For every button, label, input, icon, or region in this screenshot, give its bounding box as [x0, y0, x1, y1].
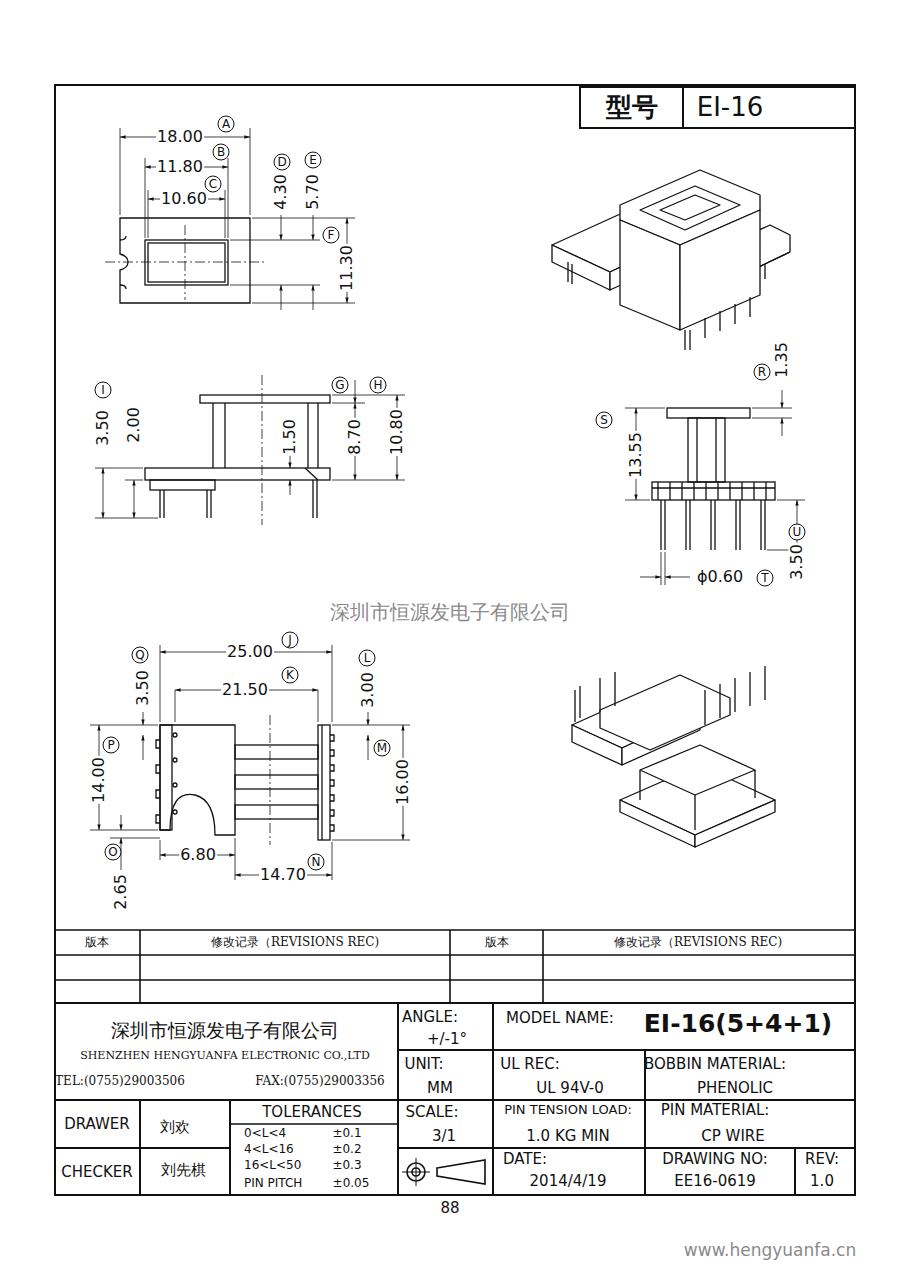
- table-cell: SHENZHEN HENGYUANFA ELECTRONIC CO.,LTD: [80, 1050, 370, 1062]
- table-cell: +/-1°: [427, 1031, 467, 1048]
- table-cell: ±0.2: [332, 1143, 361, 1156]
- table-cell: ±0.3: [332, 1159, 361, 1172]
- table-cell: PIN MATERIAL:: [661, 1102, 770, 1119]
- callout-letter: A: [218, 116, 235, 133]
- table-cell: 16<L<50: [244, 1159, 301, 1172]
- watermark-text: www.hengyuanfa.cn: [684, 1241, 856, 1260]
- dimension-value: 14.70: [259, 866, 307, 884]
- table-cell: UL REC:: [500, 1056, 560, 1073]
- table-cell: 刘欢: [160, 1119, 190, 1136]
- table-cell: DRAWING NO:: [662, 1151, 768, 1168]
- table-cell: CHECKER: [61, 1164, 132, 1181]
- table-cell: 0<L<4: [244, 1127, 286, 1140]
- dimension-value: 4.30: [272, 173, 290, 211]
- table-cell: 1.0: [810, 1173, 834, 1190]
- table-cell: MM: [427, 1080, 453, 1097]
- table-cell: UL 94V-0: [536, 1080, 604, 1097]
- label-text: 型号: [606, 93, 658, 122]
- callout-letter: U: [789, 524, 806, 541]
- table-cell: PIN PITCH: [244, 1177, 302, 1190]
- table-cell: 4<L<16: [244, 1143, 294, 1156]
- table-cell: DATE:: [503, 1151, 547, 1168]
- table-cell: 深圳市恒源发电子有限公司: [111, 1020, 339, 1041]
- dimension-value: 3.50: [134, 669, 152, 707]
- dimension-value: 2.65: [112, 873, 130, 911]
- callout-letter: P: [103, 737, 120, 754]
- callout-letter: R: [754, 364, 771, 381]
- dimension-value: 3.50: [788, 543, 806, 581]
- callout-letter: O: [105, 844, 122, 861]
- callout-letter: B: [213, 144, 230, 161]
- callout-letter: T: [757, 570, 774, 587]
- table-cell: ANGLE:: [402, 1009, 458, 1026]
- callout-letter: G: [332, 377, 349, 394]
- table-cell: SCALE:: [405, 1104, 458, 1121]
- callout-letter: F: [323, 227, 340, 244]
- dimension-value: 1.50: [281, 418, 299, 456]
- dimension-value: 11.80: [156, 158, 204, 176]
- dimension-value: 3.00: [359, 671, 377, 709]
- label-text: EI-16: [697, 93, 764, 122]
- dimension-value: 13.55: [627, 431, 645, 479]
- dimension-value: 25.00: [226, 643, 274, 661]
- dimension-value: 11.30: [338, 244, 356, 292]
- table-cell: 2014/4/19: [530, 1173, 607, 1190]
- table-cell: ±0.1: [332, 1127, 361, 1140]
- dimension-value: 21.50: [221, 681, 269, 699]
- callout-letter: K: [282, 667, 299, 684]
- callout-letter: Q: [132, 647, 149, 664]
- table-cell: 修改记录（REVISIONS REC): [614, 936, 782, 949]
- callout-letter: I: [95, 382, 112, 399]
- watermark-text: 深圳市恒源发电子有限公司: [330, 601, 570, 623]
- table-cell: FAX:(0755)29003356: [255, 1075, 385, 1088]
- dimension-value: 8.70: [346, 418, 364, 456]
- dimension-value: 2.00: [125, 406, 143, 444]
- callout-letter: D: [274, 154, 291, 171]
- dimension-value: 10.60: [160, 190, 208, 208]
- callout-letter: J: [282, 632, 299, 649]
- table-cell: 88: [440, 1200, 459, 1217]
- callout-letter: H: [370, 377, 387, 394]
- dimension-value: 1.35: [773, 341, 791, 379]
- table-cell: 修改记录（REVISIONS REC): [211, 936, 379, 949]
- callout-letter: N: [308, 854, 325, 871]
- table-cell: EE16-0619: [674, 1173, 756, 1190]
- table-cell: 版本: [85, 936, 109, 949]
- table-cell: PIN TENSION LOAD:: [504, 1103, 632, 1117]
- table-cell: UNIT:: [404, 1056, 443, 1073]
- dimension-value: 16.00: [394, 758, 412, 806]
- table-cell: TOLERANCES: [262, 1104, 362, 1121]
- table-cell: 3/1: [432, 1128, 456, 1145]
- table-cell: 1.0 KG MIN: [526, 1128, 609, 1145]
- table-cell: PHENOLIC: [697, 1080, 773, 1097]
- callout-letter: S: [596, 412, 613, 429]
- table-cell: CP WIRE: [701, 1128, 764, 1145]
- label-text: ϕ0.60: [697, 568, 743, 586]
- table-cell: MODEL NAME:: [506, 1010, 614, 1027]
- dimension-value: 10.80: [388, 408, 406, 456]
- table-cell: BOBBIN MATERIAL:: [644, 1056, 786, 1073]
- callout-letter: E: [305, 152, 322, 169]
- dimension-value: 5.70: [304, 173, 322, 211]
- table-cell: REV:: [805, 1151, 839, 1168]
- dimension-value: 6.80: [179, 846, 217, 864]
- table-cell: 版本: [485, 936, 509, 949]
- dimension-value: 3.50: [94, 409, 112, 447]
- dimension-value: 18.00: [156, 128, 204, 146]
- table-cell: EI-16(5+4+1): [644, 1010, 832, 1038]
- callout-letter: M: [374, 740, 391, 757]
- table-cell: ±0.05: [333, 1177, 370, 1190]
- dimension-value: 14.00: [90, 756, 108, 804]
- table-cell: 刘先棋: [161, 1162, 206, 1179]
- table-cell: DRAWER: [64, 1116, 130, 1133]
- callout-letter: L: [359, 650, 376, 667]
- table-cell: TEL:(0755)29003506: [55, 1075, 185, 1088]
